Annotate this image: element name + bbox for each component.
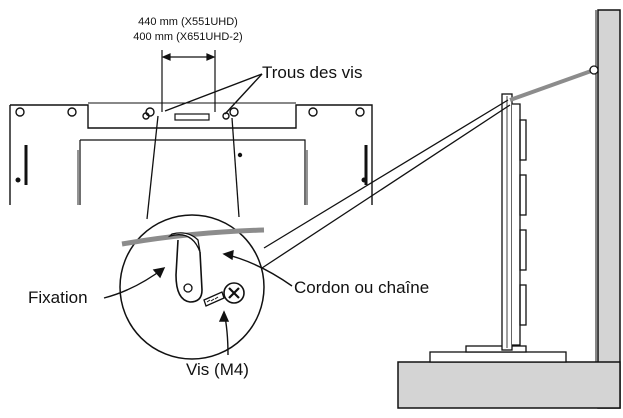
cord-or-chain-label: Cordon ou chaîne [294, 278, 429, 297]
dimension-marker [161, 50, 216, 112]
display-side-view [501, 93, 527, 351]
fixation-label: Fixation [28, 288, 88, 307]
screw-holes-label: Trous des vis [262, 63, 362, 82]
screw-drawing [203, 282, 245, 307]
zoom-lines-to-display [261, 99, 511, 269]
screw-label: Vis (M4) [186, 360, 249, 379]
stand-base [429, 345, 567, 363]
callout-lines [103, 249, 293, 356]
zoom-cone [146, 115, 240, 220]
wall [397, 9, 621, 409]
safety-cord [509, 65, 599, 102]
dimension-label-line1: 440 mm (X551UHD) [138, 16, 238, 28]
display-rear-view [9, 102, 373, 205]
dimension-label-line2: 400 mm (X651UHD-2) [133, 31, 242, 43]
detail-circle [119, 214, 265, 360]
screw-hole-pointers [164, 73, 263, 115]
